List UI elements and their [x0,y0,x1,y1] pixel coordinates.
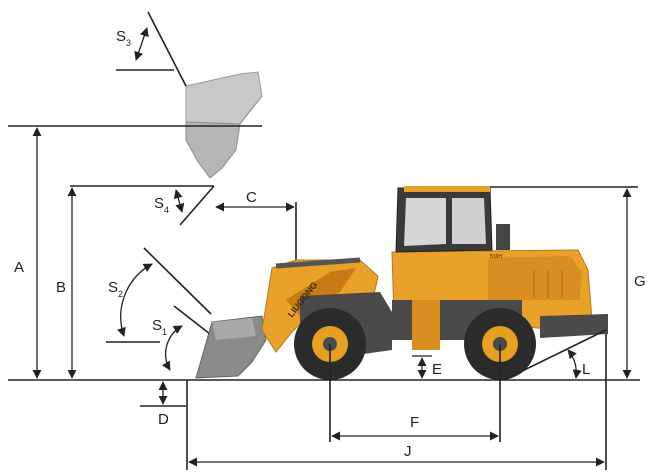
label-g: G [634,273,646,290]
l-angle: L [503,329,607,381]
s3-angle: S3 [116,11,187,87]
s4-angle: S4 [154,185,215,226]
label-b: B [56,279,66,296]
s4-label: S4 [154,195,169,215]
s3-label: S3 [116,28,131,48]
dimension-e: E [412,355,442,379]
dimension-f: F [329,344,501,442]
wheel-loader: LIUGONG 816H [195,186,608,380]
s1-angle: S1 [152,305,211,371]
model-badge: 816H [490,254,502,260]
dimension-d: D [140,380,188,470]
dimension-j: J [188,334,607,470]
s2-label: S2 [108,279,123,299]
dimension-b: B [56,185,214,379]
label-a: A [14,259,24,276]
raised-bucket [185,71,263,179]
dimension-g: G [490,186,646,379]
dimension-a: A [8,125,262,379]
label-c: C [246,189,257,206]
label-j: J [404,443,412,460]
label-e: E [432,361,442,378]
label-f: F [410,414,419,431]
s2-angle: S2 [106,247,212,343]
label-l: L [582,361,590,378]
label-d: D [158,411,169,428]
dimension-c: C [215,189,297,262]
s1-label: S1 [152,317,167,337]
